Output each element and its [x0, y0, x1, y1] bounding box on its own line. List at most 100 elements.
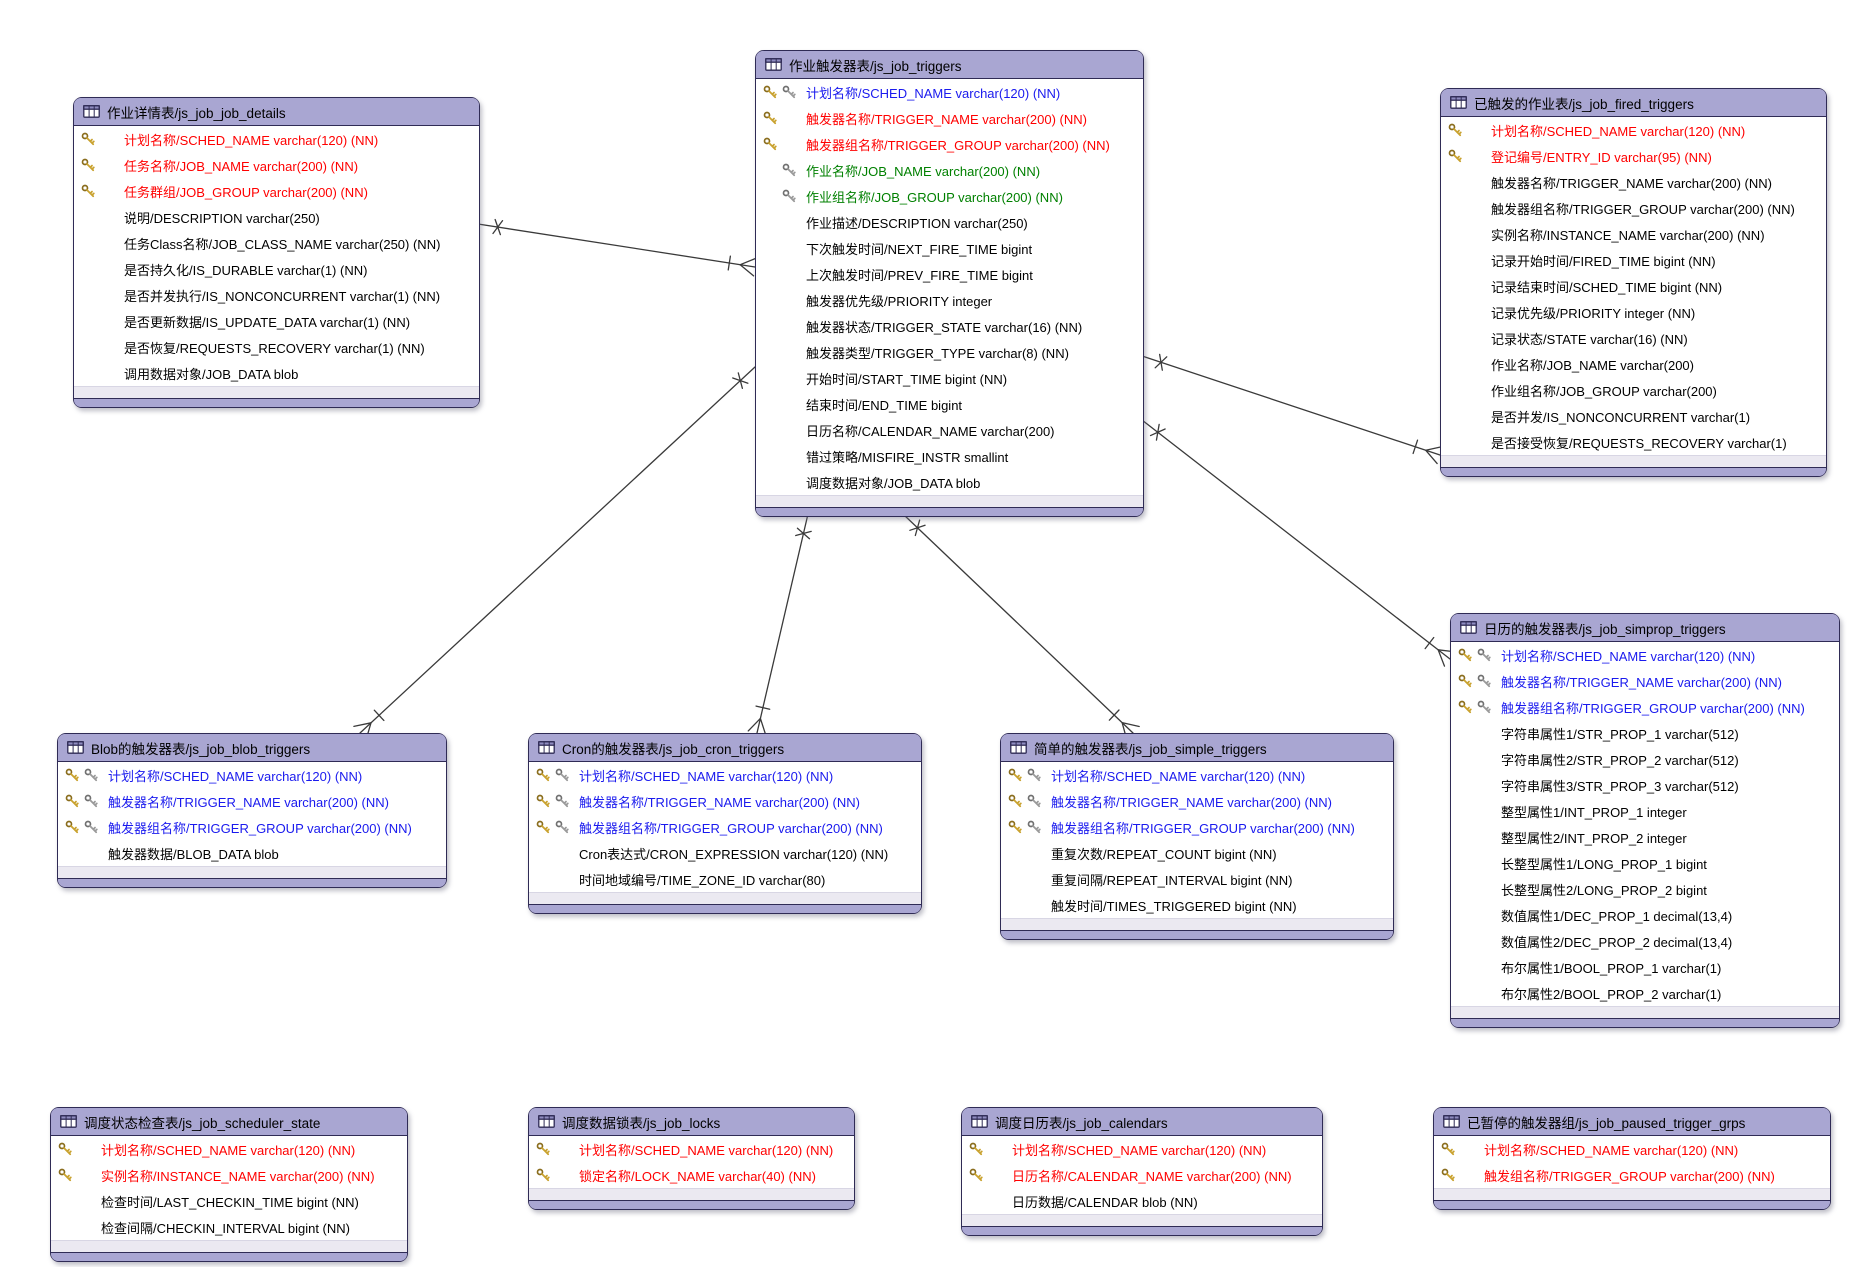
field-row[interactable]: 作业名称/JOB_NAME varchar(200): [1441, 351, 1826, 377]
table-header[interactable]: 作业详情表/js_job_job_details: [74, 98, 479, 126]
field-row[interactable]: 数值属性2/DEC_PROP_2 decimal(13,4): [1451, 928, 1839, 954]
field-row[interactable]: 触发器组名称/TRIGGER_GROUP varchar(200) (NN): [529, 814, 921, 840]
field-row[interactable]: 触发器名称/TRIGGER_NAME varchar(200) (NN): [756, 105, 1143, 131]
field-row[interactable]: 作业组名称/JOB_GROUP varchar(200) (NN): [756, 183, 1143, 209]
field-row[interactable]: 触发器组名称/TRIGGER_GROUP varchar(200) (NN): [1001, 814, 1393, 840]
field-row[interactable]: 触发器组名称/TRIGGER_GROUP varchar(200) (NN): [1441, 195, 1826, 221]
rel-job-details-triggers[interactable]: [477, 218, 758, 277]
field-row[interactable]: 是否更新数据/IS_UPDATE_DATA varchar(1) (NN): [74, 308, 479, 334]
field-row[interactable]: 说明/DESCRIPTION varchar(250): [74, 204, 479, 230]
field-row[interactable]: 触发器名称/TRIGGER_NAME varchar(200) (NN): [1451, 668, 1839, 694]
field-row[interactable]: 字符串属性2/STR_PROP_2 varchar(512): [1451, 746, 1839, 772]
field-row[interactable]: 触发时间/TIMES_TRIGGERED bigint (NN): [1001, 892, 1393, 918]
table-header[interactable]: 调度状态检查表/js_job_scheduler_state: [51, 1108, 407, 1136]
field-row[interactable]: 触发组名称/TRIGGER_GROUP varchar(200) (NN): [1434, 1162, 1830, 1188]
field-row[interactable]: 重复间隔/REPEAT_INTERVAL bigint (NN): [1001, 866, 1393, 892]
field-row[interactable]: 整型属性1/INT_PROP_1 integer: [1451, 798, 1839, 824]
field-row[interactable]: 登记编号/ENTRY_ID varchar(95) (NN): [1441, 143, 1826, 169]
rel-triggers-blob-triggers[interactable]: [353, 366, 756, 741]
field-row[interactable]: 作业组名称/JOB_GROUP varchar(200): [1441, 377, 1826, 403]
table-header[interactable]: Blob的触发器表/js_job_blob_triggers: [58, 734, 446, 762]
field-row[interactable]: 检查间隔/CHECKIN_INTERVAL bigint (NN): [51, 1214, 407, 1240]
field-row[interactable]: 触发器状态/TRIGGER_STATE varchar(16) (NN): [756, 313, 1143, 339]
field-row[interactable]: 任务群组/JOB_GROUP varchar(200) (NN): [74, 178, 479, 204]
table-header[interactable]: 调度数据锁表/js_job_locks: [529, 1108, 854, 1136]
field-row[interactable]: 任务名称/JOB_NAME varchar(200) (NN): [74, 152, 479, 178]
table-header[interactable]: 已暂停的触发器组/js_job_paused_trigger_grps: [1434, 1108, 1830, 1136]
field-row[interactable]: 计划名称/SCHED_NAME varchar(120) (NN): [1441, 117, 1826, 143]
field-row[interactable]: 是否并发/IS_NONCONCURRENT varchar(1): [1441, 403, 1826, 429]
field-row[interactable]: 长整型属性1/LONG_PROP_1 bigint: [1451, 850, 1839, 876]
field-row[interactable]: 时间地域编号/TIME_ZONE_ID varchar(80): [529, 866, 921, 892]
field-row[interactable]: 触发器名称/TRIGGER_NAME varchar(200) (NN): [529, 788, 921, 814]
field-row[interactable]: 作业名称/JOB_NAME varchar(200) (NN): [756, 157, 1143, 183]
field-row[interactable]: 是否持久化/IS_DURABLE varchar(1) (NN): [74, 256, 479, 282]
rel-triggers-simple-triggers[interactable]: [902, 513, 1140, 741]
field-row[interactable]: 检查时间/LAST_CHECKIN_TIME bigint (NN): [51, 1188, 407, 1214]
field-row[interactable]: 日历名称/CALENDAR_NAME varchar(200) (NN): [962, 1162, 1322, 1188]
field-row[interactable]: 作业描述/DESCRIPTION varchar(250): [756, 209, 1143, 235]
field-row[interactable]: 计划名称/SCHED_NAME varchar(120) (NN): [58, 762, 446, 788]
field-row[interactable]: 错过策略/MISFIRE_INSTR smallint: [756, 443, 1143, 469]
field-row[interactable]: 调用数据对象/JOB_DATA blob: [74, 360, 479, 386]
field-row[interactable]: 实例名称/INSTANCE_NAME varchar(200) (NN): [51, 1162, 407, 1188]
field-row[interactable]: 长整型属性2/LONG_PROP_2 bigint: [1451, 876, 1839, 902]
field-row[interactable]: 是否恢复/REQUESTS_RECOVERY varchar(1) (NN): [74, 334, 479, 360]
field-row[interactable]: 计划名称/SCHED_NAME varchar(120) (NN): [529, 762, 921, 788]
field-row[interactable]: 重复次数/REPEAT_COUNT bigint (NN): [1001, 840, 1393, 866]
field-row[interactable]: 布尔属性1/BOOL_PROP_1 varchar(1): [1451, 954, 1839, 980]
rel-triggers-simprop-triggers[interactable]: [1141, 419, 1457, 667]
table-header[interactable]: 简单的触发器表/js_job_simple_triggers: [1001, 734, 1393, 762]
field-row[interactable]: 日历数据/CALENDAR blob (NN): [962, 1188, 1322, 1214]
field-row[interactable]: 数值属性1/DEC_PROP_1 decimal(13,4): [1451, 902, 1839, 928]
field-row[interactable]: 下次触发时间/NEXT_FIRE_TIME bigint: [756, 235, 1143, 261]
field-row[interactable]: 字符串属性3/STR_PROP_3 varchar(512): [1451, 772, 1839, 798]
field-row[interactable]: 开始时间/START_TIME bigint (NN): [756, 365, 1143, 391]
field-row[interactable]: 计划名称/SCHED_NAME varchar(120) (NN): [1451, 642, 1839, 668]
field-row[interactable]: 字符串属性1/STR_PROP_1 varchar(512): [1451, 720, 1839, 746]
table-header[interactable]: Cron的触发器表/js_job_cron_triggers: [529, 734, 921, 762]
field-row[interactable]: 触发器数据/BLOB_DATA blob: [58, 840, 446, 866]
field-row[interactable]: 触发器组名称/TRIGGER_GROUP varchar(200) (NN): [756, 131, 1143, 157]
field-row[interactable]: 日历名称/CALENDAR_NAME varchar(200): [756, 417, 1143, 443]
rel-triggers-cron-triggers[interactable]: [747, 513, 812, 736]
field-row[interactable]: 触发器类型/TRIGGER_TYPE varchar(8) (NN): [756, 339, 1143, 365]
field-row[interactable]: 计划名称/SCHED_NAME varchar(120) (NN): [1434, 1136, 1830, 1162]
field-row[interactable]: 触发器组名称/TRIGGER_GROUP varchar(200) (NN): [1451, 694, 1839, 720]
field-row[interactable]: 布尔属性2/BOOL_PROP_2 varchar(1): [1451, 980, 1839, 1006]
field-row[interactable]: 是否接受恢复/REQUESTS_RECOVERY varchar(1): [1441, 429, 1826, 455]
field-row[interactable]: 结束时间/END_TIME bigint: [756, 391, 1143, 417]
field-row[interactable]: 记录结束时间/SCHED_TIME bigint (NN): [1441, 273, 1826, 299]
field-row[interactable]: 计划名称/SCHED_NAME varchar(120) (NN): [756, 79, 1143, 105]
table-header[interactable]: 已触发的作业表/js_job_fired_triggers: [1441, 89, 1826, 117]
field-row[interactable]: 整型属性2/INT_PROP_2 integer: [1451, 824, 1839, 850]
field-row[interactable]: 触发器名称/TRIGGER_NAME varchar(200) (NN): [1001, 788, 1393, 814]
field-row[interactable]: 触发器组名称/TRIGGER_GROUP varchar(200) (NN): [58, 814, 446, 840]
table-header[interactable]: 调度日历表/js_job_calendars: [962, 1108, 1322, 1136]
field-row[interactable]: 实例名称/INSTANCE_NAME varchar(200) (NN): [1441, 221, 1826, 247]
field-row[interactable]: 计划名称/SCHED_NAME varchar(120) (NN): [1001, 762, 1393, 788]
table-header[interactable]: 日历的触发器表/js_job_simprop_triggers: [1451, 614, 1839, 642]
field-row[interactable]: 记录状态/STATE varchar(16) (NN): [1441, 325, 1826, 351]
field-row[interactable]: Cron表达式/CRON_EXPRESSION varchar(120) (NN…: [529, 840, 921, 866]
table-header[interactable]: 作业触发器表/js_job_triggers: [756, 51, 1143, 79]
rel-triggers-fired-triggers[interactable]: [1141, 353, 1444, 465]
field-row[interactable]: 记录开始时间/FIRED_TIME bigint (NN): [1441, 247, 1826, 273]
field-row[interactable]: 触发器名称/TRIGGER_NAME varchar(200) (NN): [58, 788, 446, 814]
field-row[interactable]: 计划名称/SCHED_NAME varchar(120) (NN): [51, 1136, 407, 1162]
field-row[interactable]: 触发器优先级/PRIORITY integer: [756, 287, 1143, 313]
field-row[interactable]: 上次触发时间/PREV_FIRE_TIME bigint: [756, 261, 1143, 287]
field-row[interactable]: 计划名称/SCHED_NAME varchar(120) (NN): [529, 1136, 854, 1162]
field-row[interactable]: 记录优先级/PRIORITY integer (NN): [1441, 299, 1826, 325]
